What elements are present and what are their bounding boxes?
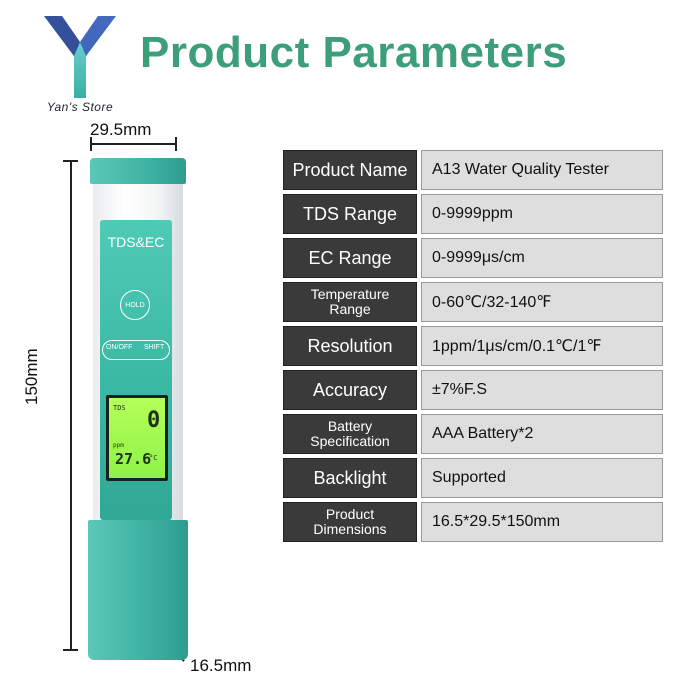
parameter-label: EC Range [283, 238, 417, 278]
device-front-panel: TDS&EC HOLD ON/OFF SHIFT TDS 0 ppm 27.6 … [100, 220, 172, 520]
parameter-label: Accuracy [283, 370, 417, 410]
table-row: Product Dimensions 16.5*29.5*150mm [283, 502, 663, 542]
onoff-shift-button-pill [102, 340, 170, 360]
y-letter-logo-icon [44, 16, 116, 98]
lcd-unit: ppm [113, 442, 124, 449]
parameter-label: TDS Range [283, 194, 417, 234]
lcd-temperature: 27.6 [115, 450, 152, 468]
parameter-label: Product Dimensions [283, 502, 417, 542]
width-dimension-tick-left [90, 137, 92, 151]
parameter-value: Supported [421, 458, 663, 498]
parameter-label: Product Name [283, 150, 417, 190]
onoff-button: ON/OFF [106, 344, 133, 351]
table-row: TDS Range 0-9999ppm [283, 194, 663, 234]
height-dimension-line [70, 160, 72, 650]
lcd-value: 0 [147, 408, 161, 433]
lcd-temp-unit: °C [149, 454, 158, 462]
table-row: Temperature Range 0-60℃/32-140℉ [283, 282, 663, 322]
hold-button: HOLD [120, 290, 150, 320]
parameter-label: Backlight [283, 458, 417, 498]
parameter-label: Temperature Range [283, 282, 417, 322]
table-row: Resolution 1ppm/1μs/cm/0.1℃/1℉ [283, 326, 663, 366]
parameter-value: A13 Water Quality Tester [421, 150, 663, 190]
width-dimension-label: 29.5mm [90, 120, 152, 139]
shift-button: SHIFT [144, 344, 165, 351]
parameter-value: 0-9999μs/cm [421, 238, 663, 278]
table-row: Backlight Supported [283, 458, 663, 498]
lcd-mode: TDS [113, 404, 126, 412]
parameter-value: ±7%F.S [421, 370, 663, 410]
depth-dimension-label: 16.5mm [190, 656, 252, 675]
parameter-value: 0-60℃/32-140℉ [421, 282, 663, 322]
table-row: Product Name A13 Water Quality Tester [283, 150, 663, 190]
width-dimension-tick-right [175, 137, 177, 151]
lcd-display: TDS 0 ppm 27.6 °C [106, 395, 168, 481]
height-dimension-tick-bottom [63, 649, 78, 651]
panel-label: TDS&EC [107, 234, 165, 250]
table-row: EC Range 0-9999μs/cm [283, 238, 663, 278]
parameter-value: AAA Battery*2 [421, 414, 663, 454]
water-tester-device: TDS&EC HOLD ON/OFF SHIFT TDS 0 ppm 27.6 … [88, 158, 188, 660]
store-name: Yan's Store [46, 100, 114, 114]
height-dimension-tick-top [63, 160, 78, 162]
parameter-value: 1ppm/1μs/cm/0.1℃/1℉ [421, 326, 663, 366]
table-row: Accuracy ±7%F.S [283, 370, 663, 410]
parameter-label: Battery Specification [283, 414, 417, 454]
parameter-label: Resolution [283, 326, 417, 366]
table-row: Battery Specification AAA Battery*2 [283, 414, 663, 454]
parameter-value: 0-9999ppm [421, 194, 663, 234]
parameter-value: 16.5*29.5*150mm [421, 502, 663, 542]
page-title: Product Parameters [140, 28, 568, 77]
device-top-cap [90, 158, 186, 184]
width-dimension-line [90, 143, 176, 145]
device-bottom-cap [88, 520, 188, 660]
height-dimension-label: 150mm [22, 348, 41, 405]
